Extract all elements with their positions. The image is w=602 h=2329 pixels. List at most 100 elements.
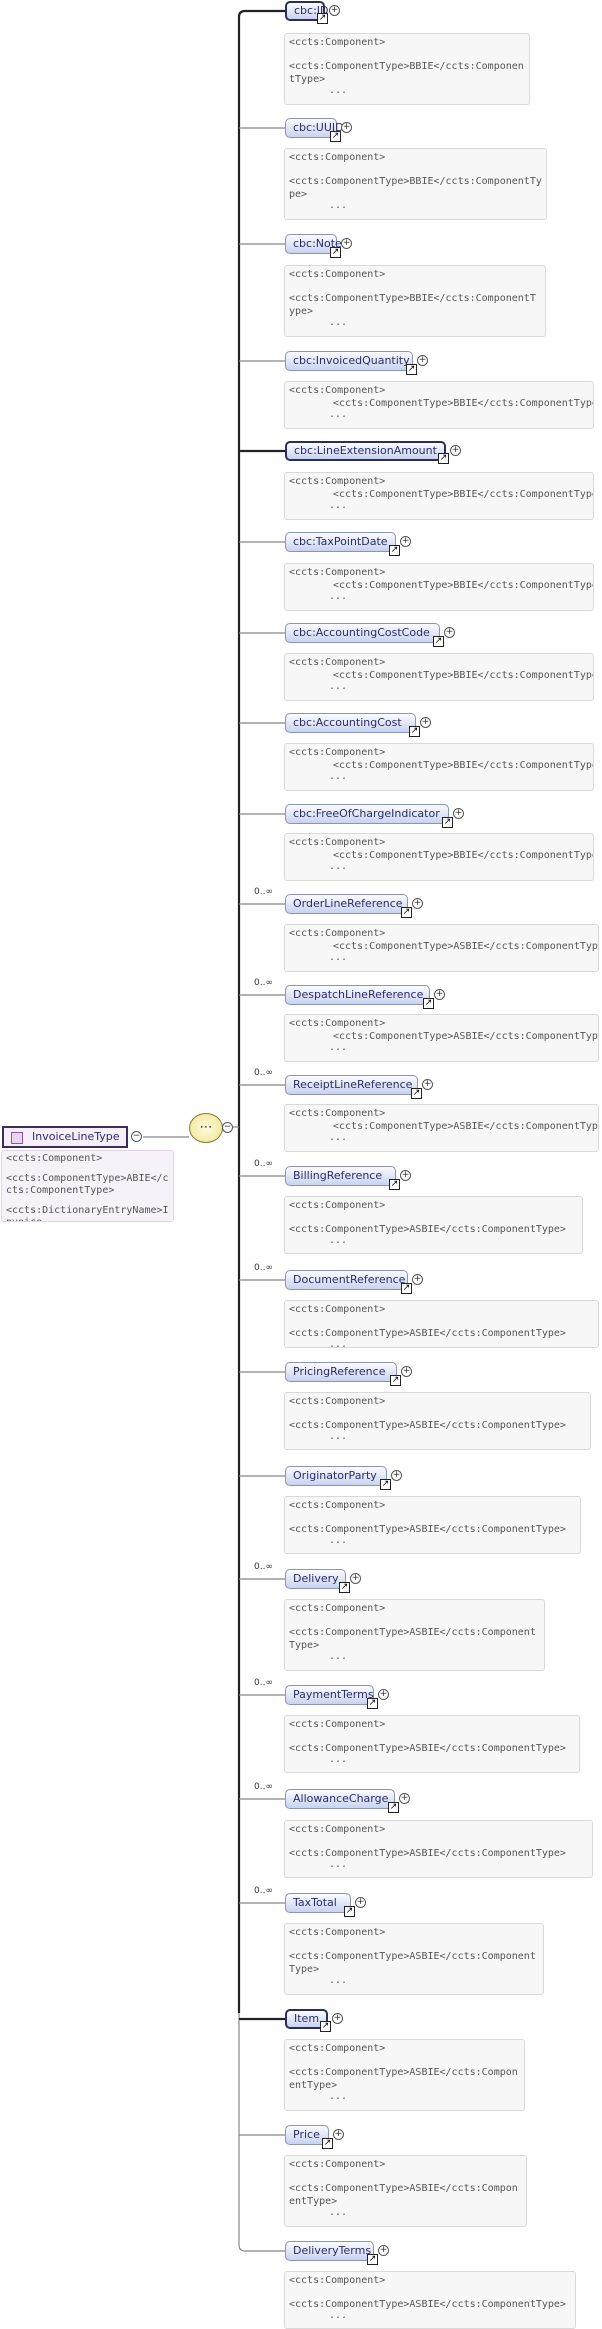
plus-icon[interactable]: + [399, 1793, 410, 1804]
annotation-ellipsis: ... [329, 591, 348, 602]
link-arrow-icon[interactable]: ↗ [367, 1698, 378, 1709]
element-box[interactable]: cbc:AccountingCost↗ [285, 713, 420, 737]
link-arrow-icon[interactable]: ↗ [320, 2021, 331, 2032]
plus-icon[interactable]: + [329, 5, 340, 16]
link-arrow-icon[interactable]: ↗ [411, 1088, 422, 1099]
link-arrow-icon[interactable]: ↗ [442, 817, 453, 828]
link-arrow-icon[interactable]: ↗ [389, 545, 400, 556]
annotation-card: <ccts:Component> <ccts:ComponentType>ASBI… [284, 924, 599, 972]
element-label: OrderLineReference [293, 897, 403, 910]
link-arrow-icon[interactable]: ↗ [401, 907, 412, 918]
annotation-line: <ccts:ComponentType>BBIE</ccts:Component… [289, 176, 542, 200]
element-box[interactable]: cbc:AccountingCostCode↗ [285, 623, 444, 647]
annotation-ellipsis: ... [329, 861, 348, 872]
annotation-card: <ccts:Component><ccts:ComponentType>ASBI… [284, 1496, 581, 1554]
plus-icon[interactable]: + [422, 1079, 433, 1090]
plus-icon[interactable]: + [434, 989, 445, 1000]
annotation-line: <ccts:ComponentType>ASBIE</ccts:Componen… [289, 2067, 518, 2091]
link-arrow-icon[interactable]: ↗ [389, 1179, 400, 1190]
plus-icon[interactable]: + [378, 2245, 389, 2256]
link-arrow-icon[interactable]: ↗ [317, 13, 328, 24]
annotation-line: <ccts:ComponentType>ASBIE</ccts:Componen… [333, 1121, 599, 1132]
annotation-line: <ccts:Component> [289, 1108, 386, 1119]
root-element-box[interactable]: InvoiceLineType [2, 1126, 128, 1148]
plus-icon[interactable]: + [450, 445, 461, 456]
plus-icon[interactable]: + [453, 808, 464, 819]
annotation-line: <ccts:Component> [289, 1719, 386, 1730]
link-arrow-icon[interactable]: ↗ [367, 2254, 378, 2265]
annotation-line: <ccts:ComponentType>ASBIE</ccts:Componen… [289, 1224, 566, 1235]
element-box[interactable]: ReceiptLineReference↗ [285, 1075, 422, 1099]
plus-icon[interactable]: + [333, 2129, 344, 2140]
element-label: cbc:LineExtensionAmount [294, 444, 437, 457]
plus-icon[interactable]: + [412, 1274, 423, 1285]
element-box[interactable]: OrderLineReference↗ [285, 894, 412, 918]
plus-icon[interactable]: + [400, 1170, 411, 1181]
element-box[interactable]: DocumentReference↗ [285, 1270, 412, 1294]
element-box[interactable]: PaymentTerms↗ [285, 1685, 378, 1709]
annotation-line: <ccts:Component> [289, 385, 386, 396]
annotation-line: <ccts:ComponentType>ASBIE</ccts:Componen… [289, 1743, 566, 1754]
minus-icon[interactable]: − [222, 1122, 233, 1133]
link-arrow-icon[interactable]: ↗ [322, 2138, 333, 2149]
annotation-ellipsis: ... [329, 1535, 348, 1546]
annotation-ellipsis: ... [329, 952, 348, 963]
link-arrow-icon[interactable]: ↗ [344, 1906, 355, 1917]
link-arrow-icon[interactable]: ↗ [390, 1375, 401, 1386]
plus-icon[interactable]: + [355, 1897, 366, 1908]
element-box[interactable]: cbc:InvoicedQuantity↗ [285, 351, 417, 375]
plus-icon[interactable]: + [417, 355, 428, 366]
plus-icon[interactable]: + [420, 717, 431, 728]
element-box[interactable]: TaxTotal↗ [285, 1893, 355, 1917]
annotation-line: <ccts:ComponentType>BBIE</ccts:Component… [333, 489, 594, 500]
element-box[interactable]: Item↗ [285, 2009, 331, 2032]
annotation-line: <ccts:Component> [289, 152, 386, 163]
element-box[interactable]: cbc:LineExtensionAmount↗ [285, 441, 449, 464]
element-box[interactable]: cbc:UUID↗ [285, 118, 344, 142]
element-box[interactable]: Price↗ [285, 2125, 333, 2149]
root-annotation: <ccts:Component> <ccts:ComponentType>ABI… [1, 1150, 174, 1222]
plus-icon[interactable]: + [341, 122, 352, 133]
minus-icon[interactable]: − [131, 1131, 142, 1142]
occurrence-label: 0..∞ [254, 1159, 273, 1169]
element-box[interactable]: cbc:TaxPointDate↗ [285, 532, 400, 556]
plus-icon[interactable]: + [444, 627, 455, 638]
plus-icon[interactable]: + [378, 1689, 389, 1700]
occurrence-label: 0..∞ [254, 887, 273, 897]
link-arrow-icon[interactable]: ↗ [401, 1283, 412, 1294]
link-arrow-icon[interactable]: ↗ [433, 636, 444, 647]
element-label: cbc:AccountingCostCode [293, 626, 430, 639]
link-arrow-icon[interactable]: ↗ [409, 726, 420, 737]
element-box[interactable]: DeliveryTerms↗ [285, 2241, 378, 2265]
element-box[interactable]: OriginatorParty↗ [285, 1466, 391, 1490]
element-box[interactable]: BillingReference↗ [285, 1166, 400, 1190]
plus-icon[interactable]: + [332, 2013, 343, 2024]
element-box[interactable]: PricingReference↗ [285, 1362, 401, 1386]
plus-icon[interactable]: + [400, 536, 411, 547]
plus-icon[interactable]: + [350, 1573, 361, 1584]
plus-icon[interactable]: + [391, 1470, 402, 1481]
link-arrow-icon[interactable]: ↗ [406, 364, 417, 375]
link-arrow-icon[interactable]: ↗ [330, 247, 341, 258]
annotation-line: <ccts:Component> [289, 928, 386, 939]
element-box[interactable]: cbc:ID↗ [285, 1, 329, 24]
link-arrow-icon[interactable]: ↗ [423, 998, 434, 1009]
annotation-ellipsis: ... [329, 771, 348, 782]
link-arrow-icon[interactable]: ↗ [388, 1802, 399, 1813]
plus-icon[interactable]: + [401, 1366, 412, 1377]
element-box[interactable]: cbc:FreeOfChargeIndicator↗ [285, 804, 453, 828]
element-box[interactable]: cbc:Note↗ [285, 234, 342, 258]
annotation-line: <ccts:ComponentType>ASBIE</ccts:Componen… [289, 1524, 566, 1535]
link-arrow-icon[interactable]: ↗ [339, 1582, 350, 1593]
annotation-line: <ccts:ComponentType>ASBIE</ccts:Componen… [333, 941, 599, 952]
element-box[interactable]: DespatchLineReference↗ [285, 985, 434, 1009]
link-arrow-icon[interactable]: ↗ [330, 131, 341, 142]
plus-icon[interactable]: + [412, 898, 423, 909]
link-arrow-icon[interactable]: ↗ [438, 453, 449, 464]
sequence-compositor-icon[interactable]: ⋯ [189, 1113, 223, 1143]
element-box[interactable]: AllowanceCharge↗ [285, 1789, 399, 1813]
element-box[interactable]: Delivery↗ [285, 1569, 350, 1593]
link-arrow-icon[interactable]: ↗ [380, 1479, 391, 1490]
plus-icon[interactable]: + [341, 238, 352, 249]
